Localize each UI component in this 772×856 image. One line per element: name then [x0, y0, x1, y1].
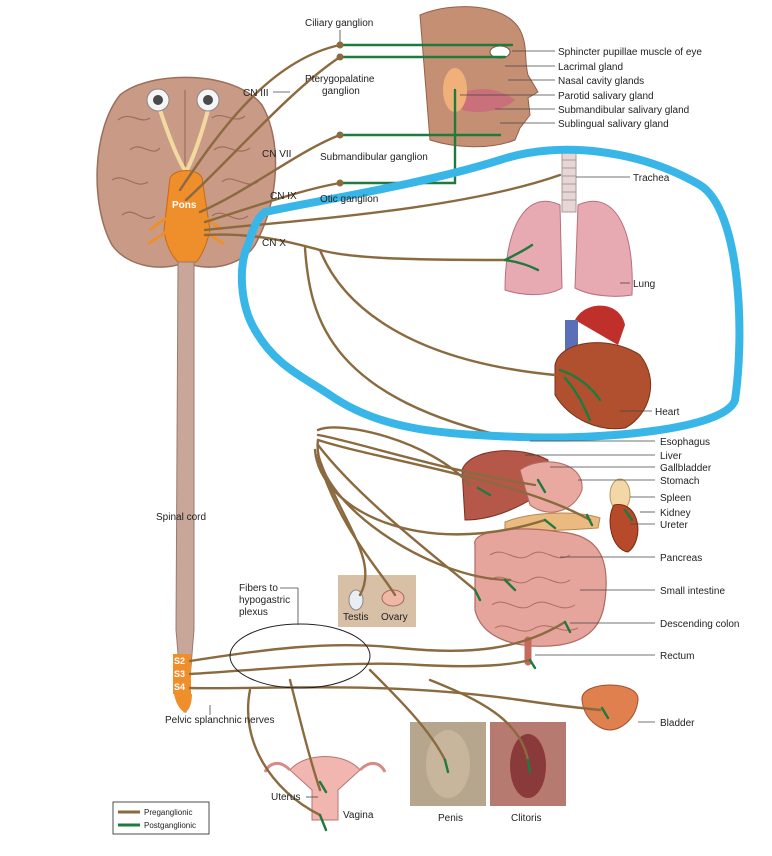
label-sphincter-pupillae: Sphincter pupillae muscle of eye	[558, 47, 702, 58]
cn7-label: CN VII	[262, 149, 291, 160]
fibers-label-2: hypogastric	[239, 595, 290, 606]
eyes	[146, 88, 220, 174]
highlight-outline	[237, 145, 744, 442]
pterygopalatine-label-2: ganglion	[322, 86, 360, 97]
bladder	[581, 684, 639, 731]
ovary-label: Ovary	[381, 612, 408, 623]
label-descending-colon: Descending colon	[660, 619, 740, 630]
hypogastric-plexus-outline	[229, 623, 371, 689]
pelvic-splanchnic-label: Pelvic splanchnic nerves	[165, 715, 275, 726]
fibers-label-1: Fibers to	[239, 583, 278, 594]
label-kidney: Kidney	[660, 508, 691, 519]
label-bladder: Bladder	[660, 718, 695, 729]
testis-label: Testis	[343, 612, 369, 623]
intestines	[474, 528, 607, 666]
kidney	[609, 504, 639, 553]
label-liver: Liver	[660, 451, 682, 462]
spinal-cord	[173, 261, 195, 713]
label-lacrimal-gland: Lacrimal gland	[558, 62, 623, 73]
ciliary-ganglion-label: Ciliary ganglion	[305, 18, 373, 29]
label-nasal-cavity-glands: Nasal cavity glands	[558, 76, 644, 87]
label-trachea: Trachea	[633, 173, 670, 184]
cn9-label: CN IX	[270, 191, 297, 202]
s3-label: S3	[174, 669, 185, 679]
cn10-label: CN X	[262, 238, 286, 249]
stomach	[519, 461, 583, 513]
label-small-intestine: Small intestine	[660, 586, 725, 597]
label-submandibular-gland: Submandibular salivary gland	[558, 105, 689, 116]
postganglionic-fibers	[318, 43, 634, 832]
pterygopalatine-label-1: Pterygopalatine	[305, 74, 375, 85]
uterus-label: Uterus	[271, 792, 300, 803]
brainstem	[147, 170, 225, 263]
pons-label: Pons	[172, 200, 197, 211]
label-gallbladder: Gallbladder	[660, 463, 712, 474]
label-rectum: Rectum	[660, 651, 694, 662]
label-ureter: Ureter	[660, 520, 688, 531]
preganglionic-fibers	[178, 43, 602, 817]
legend: Preganglionic Postganglionic	[112, 801, 210, 835]
legend-postganglionic: Postganglionic	[144, 821, 196, 830]
submandibular-ganglion-label: Submandibular ganglion	[320, 152, 428, 163]
label-sublingual-gland: Sublingual salivary gland	[558, 119, 669, 130]
s4-label: S4	[174, 682, 185, 692]
label-parotid-gland: Parotid salivary gland	[558, 91, 654, 102]
otic-ganglion-label: Otic ganglion	[320, 194, 378, 205]
penis-panel	[410, 722, 486, 806]
label-stomach: Stomach	[660, 476, 699, 487]
label-pancreas: Pancreas	[660, 553, 702, 564]
right-labels: Sphincter pupillae muscle of eye Lacrima…	[460, 47, 740, 729]
testis-ovary-panel	[338, 575, 416, 627]
label-spleen: Spleen	[660, 493, 691, 504]
cn3-label: CN III	[243, 88, 269, 99]
s2-label: S2	[174, 656, 185, 666]
legend-preganglionic: Preganglionic	[144, 808, 192, 817]
heart	[554, 305, 652, 430]
ganglia	[336, 41, 344, 187]
spinal-cord-label: Spinal cord	[156, 512, 206, 523]
label-heart: Heart	[655, 407, 680, 418]
fibers-label-3: plexus	[239, 607, 268, 618]
lungs	[504, 200, 633, 297]
label-lung: Lung	[633, 279, 655, 290]
clitoris-label: Clitoris	[511, 813, 542, 824]
label-esophagus: Esophagus	[660, 437, 710, 448]
head-illustration	[419, 6, 539, 148]
penis-label: Penis	[438, 813, 463, 824]
vagina-label: Vagina	[343, 810, 374, 821]
trachea	[561, 149, 577, 213]
